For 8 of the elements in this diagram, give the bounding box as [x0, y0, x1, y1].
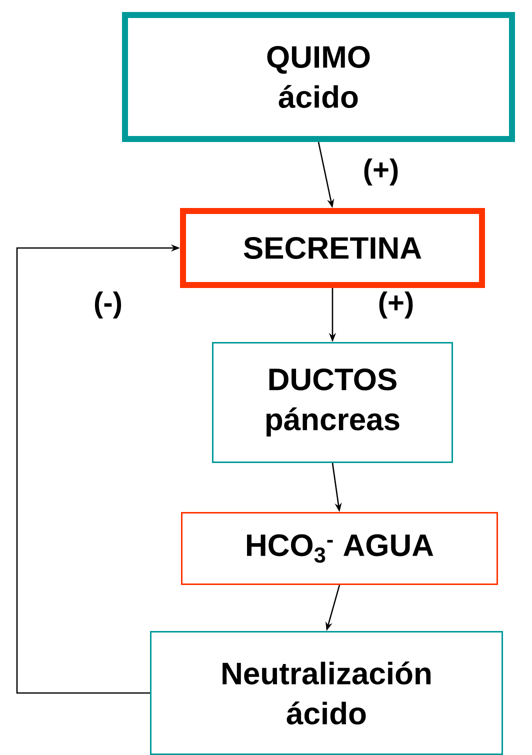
process-box: DUCTOS páncreas: [212, 342, 453, 463]
edge-label: (-): [94, 292, 122, 319]
process-box: HCO$_{3}$$^{-}$ AGUA: [181, 512, 498, 585]
edge-label: (+): [364, 158, 398, 186]
process-box: Neutralización ácido: [150, 631, 503, 755]
process-box: QUIMO ácido: [122, 12, 515, 142]
edge-label: (+): [379, 292, 413, 319]
process-box: SECRETINA: [180, 208, 485, 288]
